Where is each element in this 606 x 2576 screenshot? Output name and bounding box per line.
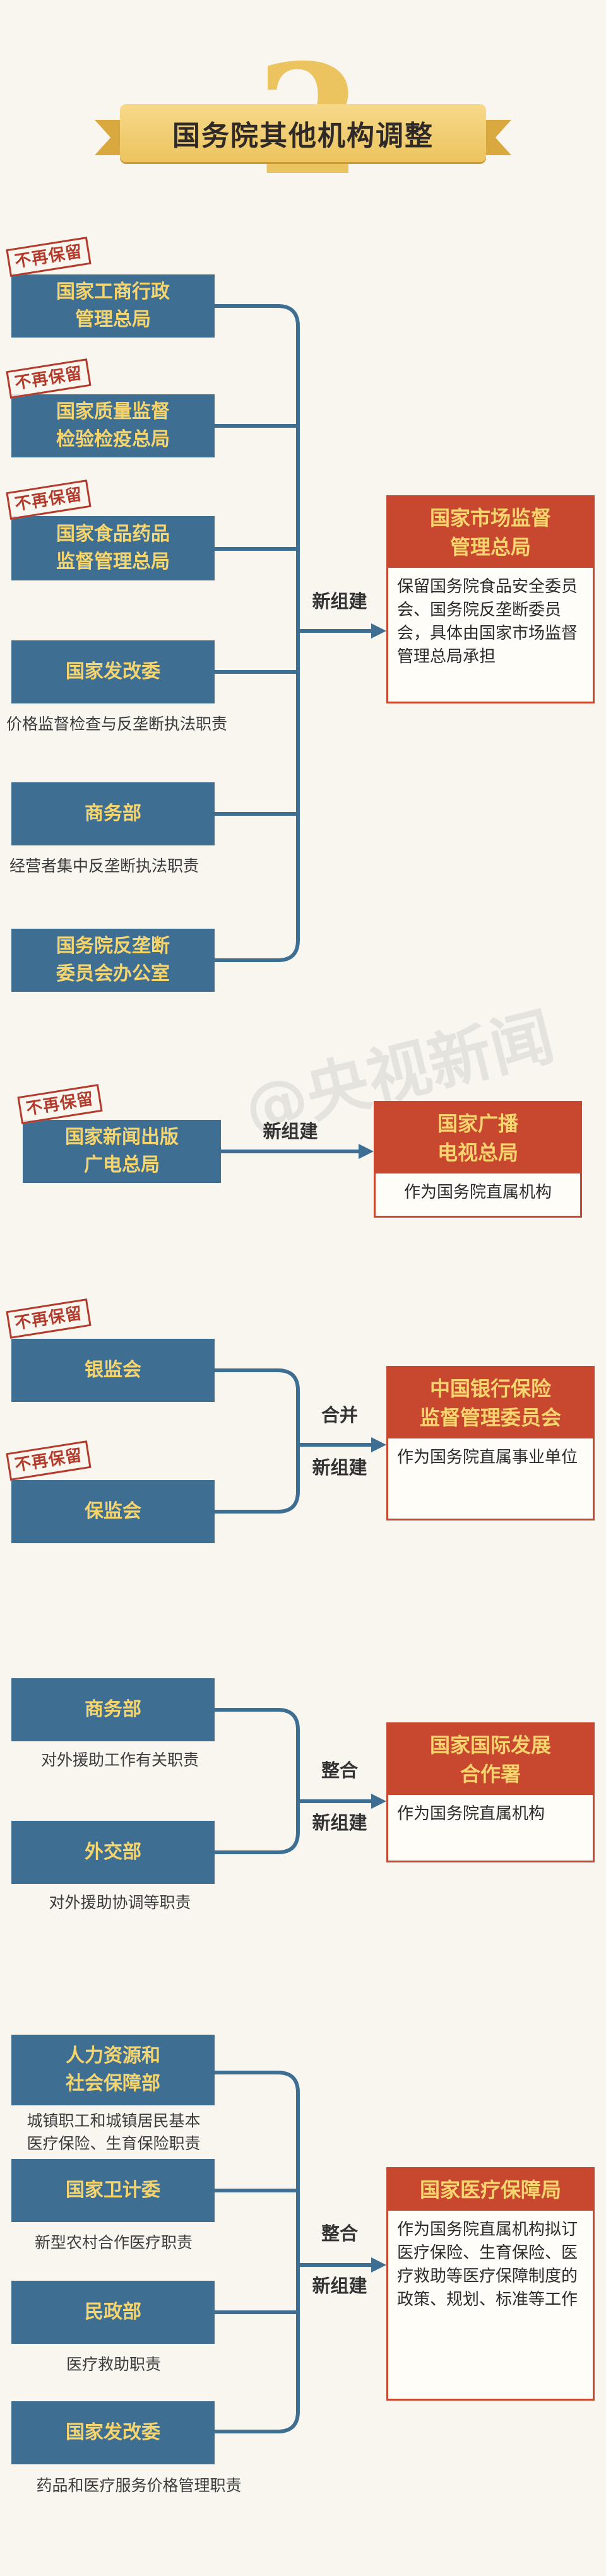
source-line1: 外交部 [85,1841,141,1863]
source-note: 新型农村合作医疗职责 [34,2233,193,2252]
source-line1: 商务部 [85,803,141,825]
action-label: 新组建 [312,591,367,612]
source-note: 城镇职工和城镇居民基本 [27,2112,201,2130]
target-desc: 作为国务院直属机构 [397,1804,545,1823]
source-box-cbrc: 银监会 [11,1339,215,1402]
source-line1: 国家工商行政 [56,281,170,303]
source-box-cfda: 国家食品药品监督管理总局 [11,516,215,580]
source-box-ndrc: 国家发改委 [11,640,215,703]
source-box-mohrss: 人力资源和社会保障部 [11,2035,215,2105]
source-line1: 国务院反垄断 [56,935,170,957]
target-title-line2: 电视总局 [437,1141,518,1165]
target-title-line1: 国家国际发展 [429,1733,551,1757]
target-title: 国家国际发展合作署 [388,1724,593,1795]
source-line1: 国家卫计委 [66,2179,160,2201]
g4-bracket [213,1708,300,1854]
source-box-mofcom: 商务部 [11,1678,215,1741]
source-line1: 国家食品药品 [56,523,170,545]
action-label: 合并 [321,1404,358,1426]
source-line1: 银监会 [85,1359,141,1381]
source-line1: 人力资源和 [66,2045,160,2067]
source-note: 对外援助协调等职责 [49,1893,191,1912]
source-line1: 保监会 [85,1500,141,1522]
source-box-sapprft: 国家新闻出版广电总局 [23,1120,221,1183]
source-line2: 广电总局 [84,1154,160,1176]
source-line2: 监督管理总局 [56,551,170,573]
source-note: 对外援助工作有关职责 [40,1751,199,1769]
g1-arrowhead [371,623,386,638]
source-box-nhfpc: 国家卫计委 [11,2159,215,2222]
g3-arrowhead [371,1437,386,1452]
source-line1: 国家发改委 [66,2421,160,2444]
target-box-radio-tv: 国家广播电视总局 作为国务院直属机构 [374,1101,582,1218]
g4-arrowhead [371,1794,386,1809]
action-label: 新组建 [312,1457,367,1478]
action-label: 新组建 [312,2275,367,2297]
source-box-ndrc: 国家发改委 [11,2401,215,2464]
target-desc: 作为国务院直属事业单位 [397,1448,578,1467]
target-title-line1: 中国银行保险 [429,1377,551,1401]
target-title-line2: 监督管理委员会 [419,1406,561,1430]
source-box-antimonopoly-office: 国务院反垄断委员会办公室 [11,929,215,992]
source-line1: 国家发改委 [66,661,160,683]
target-title: 中国银行保险监督管理委员会 [388,1368,593,1438]
source-note: 药品和医疗服务价格管理职责 [36,2476,242,2495]
source-note-line2: 医疗保险、生育保险职责 [27,2134,201,2153]
g5-bracket [213,2071,300,2433]
source-box-mca: 民政部 [11,2281,215,2344]
source-line2: 检验检疫总局 [56,428,170,450]
source-note: 价格监督检查与反垄断执法职责 [6,715,228,733]
source-box-circ: 保监会 [11,1480,215,1543]
action-label: 整合 [321,2223,358,2244]
g5-arrowhead [371,2257,386,2273]
source-line1: 民政部 [85,2301,141,2323]
target-box-nhsa: 国家医疗保障局 作为国务院直属机构拟订医疗保险、生育保险、医疗救助等医疗保障制度… [386,2167,595,2401]
source-note: 医疗救助职责 [66,2355,161,2373]
source-line1: 商务部 [85,1698,141,1720]
g3-bracket [213,1368,300,1514]
action-label: 整合 [321,1760,358,1781]
target-title: 国家市场监督管理总局 [388,497,593,568]
source-line2: 社会保障部 [66,2073,160,2095]
action-label: 新组建 [312,1812,367,1833]
source-box-mofcom: 商务部 [11,782,215,845]
action-label: 新组建 [263,1120,318,1142]
g1-bracket [213,304,300,962]
target-title-line1: 国家市场监督 [429,506,551,530]
source-line1: 国家新闻出版 [65,1126,179,1148]
target-box-cbirc: 中国银行保险监督管理委员会 作为国务院直属事业单位 [386,1366,595,1520]
g2-arrowhead [359,1144,374,1159]
target-desc: 保留国务院食品安全委员会、国务院反垄断委员会，具体由国家市场监督管理总局承担 [397,577,578,666]
source-line2: 委员会办公室 [56,963,170,985]
target-desc: 作为国务院直属机构 [403,1183,552,1202]
source-box-aqsiq: 国家质量监督检验检疫总局 [11,394,215,457]
source-line2: 管理总局 [75,309,151,331]
target-desc: 作为国务院直属机构拟订医疗保险、生育保险、医疗救助等医疗保障制度的政策、规划、标… [397,2220,578,2309]
target-box-samr: 国家市场监督管理总局 保留国务院食品安全委员会、国务院反垄断委员会，具体由国家市… [386,495,595,703]
target-title-line1: 国家医疗保障局 [419,2178,561,2202]
target-title-line2: 管理总局 [449,535,531,559]
target-box-cidca: 国家国际发展合作署 作为国务院直属机构 [386,1722,595,1862]
target-title: 国家医疗保障局 [388,2169,593,2211]
page-title: 国务院其他机构调整 [120,104,486,162]
source-line1: 国家质量监督 [56,401,170,423]
target-title-line1: 国家广播 [437,1112,518,1136]
source-box-mfa: 外交部 [11,1821,215,1884]
target-title-line2: 合作署 [460,1762,521,1786]
source-note: 经营者集中反垄断执法职责 [9,857,199,875]
source-box-saic: 国家工商行政管理总局 [11,274,215,338]
target-title: 国家广播电视总局 [376,1103,580,1173]
